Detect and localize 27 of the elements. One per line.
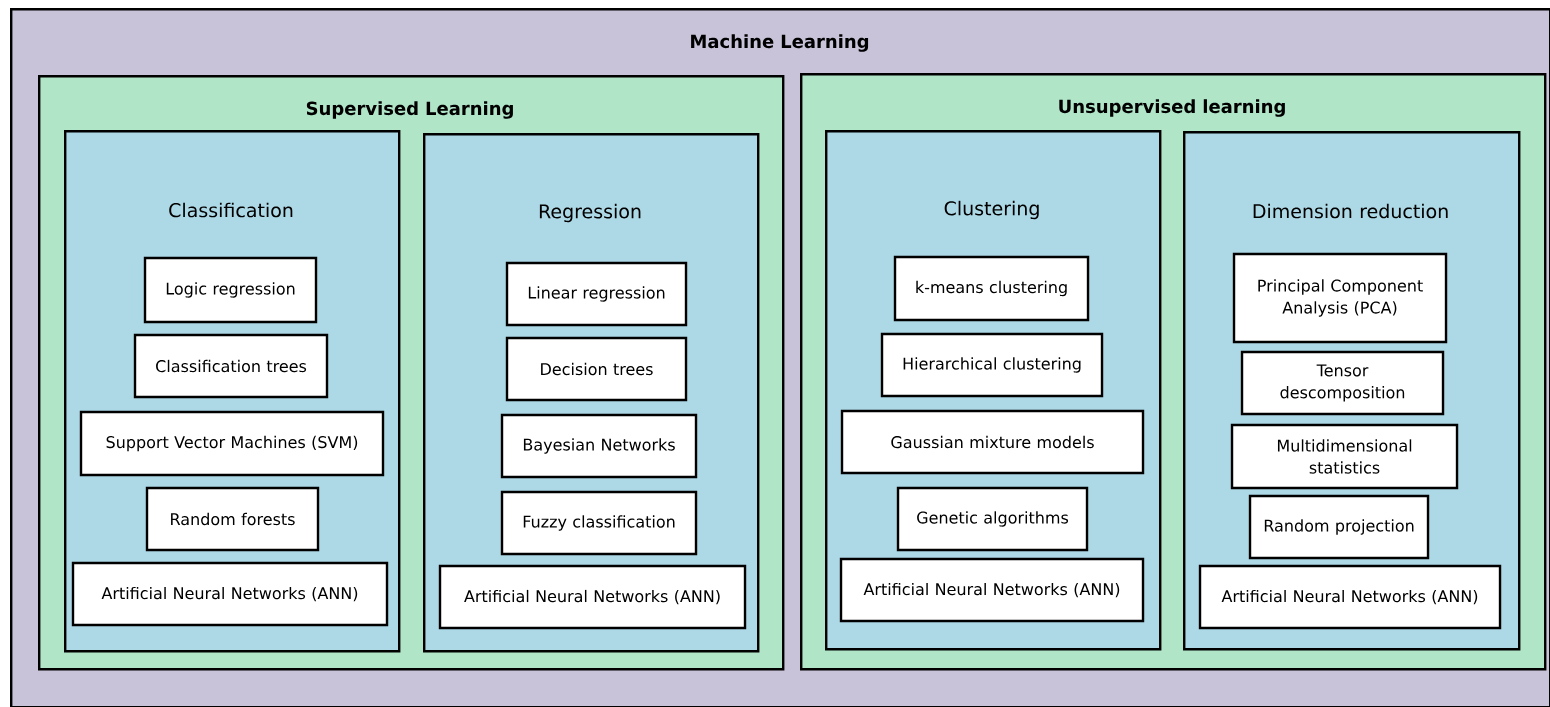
- panel-title: Unsupervised learning: [1059, 99, 1285, 117]
- method-box: Multidimensional statistics: [1230, 423, 1459, 490]
- method-box: Genetic algorithms: [896, 486, 1089, 552]
- method-box: Random forests: [145, 486, 320, 552]
- method-box: Artificial Neural Networks (ANN): [438, 564, 747, 630]
- panel-title: Regression: [539, 203, 641, 223]
- method-box: Random projection: [1248, 494, 1430, 560]
- method-box: Tensor descomposition: [1240, 350, 1445, 416]
- panel-title: Dimension reduction: [1253, 203, 1448, 219]
- method-box: Artificial Neural Networks (ANN): [1198, 564, 1502, 630]
- panel-title: Classification: [169, 202, 293, 218]
- panel-title: Clustering: [944, 200, 1039, 220]
- method-box: Support Vector Machines (SVM): [79, 410, 385, 477]
- panel-title: Supervised Learning: [306, 101, 513, 119]
- method-box: Logic regression: [143, 256, 318, 324]
- method-box: Artificial Neural Networks (ANN): [839, 557, 1145, 623]
- method-box: Hierarchical clustering: [880, 332, 1104, 398]
- method-box: Principal Component Analysis (PCA): [1232, 252, 1448, 344]
- method-box: Classification trees: [133, 333, 329, 399]
- method-box: Artificial Neural Networks (ANN): [71, 561, 389, 627]
- method-box: Linear regression: [505, 261, 688, 327]
- method-box: Fuzzy classification: [500, 490, 698, 556]
- method-box: k-means clustering: [893, 255, 1090, 322]
- method-box: Gaussian mixture models: [840, 409, 1145, 475]
- method-box: Bayesian Networks: [500, 413, 698, 479]
- panel-title: Machine Learning: [691, 34, 869, 52]
- method-box: Decision trees: [505, 336, 688, 402]
